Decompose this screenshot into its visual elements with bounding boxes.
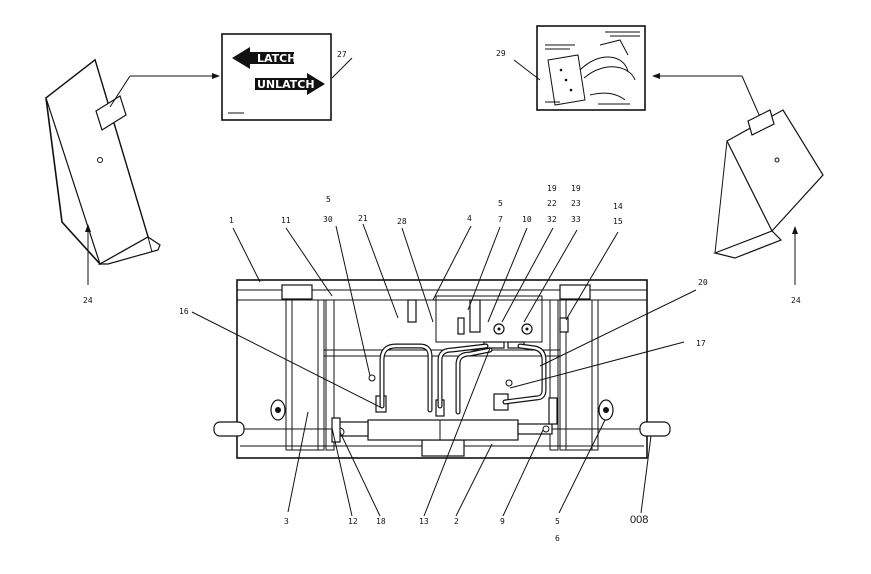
callout-21: 21 <box>358 214 368 223</box>
callout-numbers: 27 29 24 24 1 11 5 30 21 28 4 5 7 10 19 … <box>83 49 801 543</box>
callout-11: 11 <box>281 216 291 225</box>
callout-5-bottom: 5 <box>555 517 560 526</box>
callout-19-b: 19 <box>571 184 581 193</box>
callout-17: 17 <box>696 339 706 348</box>
diagram-reference-number: 008 <box>630 514 648 526</box>
callout-2: 2 <box>454 517 459 526</box>
callout-7: 7 <box>498 215 503 224</box>
callout-19-a: 19 <box>547 184 557 193</box>
callout-24-left: 24 <box>83 296 93 305</box>
callout-9: 9 <box>500 517 505 526</box>
callout-28: 28 <box>397 217 407 226</box>
callout-10: 10 <box>522 215 532 224</box>
hydraulic-hoses <box>379 343 547 415</box>
callout-16: 16 <box>179 307 189 316</box>
hose-routing-decal <box>536 25 646 111</box>
latch-label: LATCH <box>257 52 296 65</box>
leader-lines <box>191 223 697 517</box>
callout-33: 33 <box>571 215 581 224</box>
callout-12: 12 <box>348 517 358 526</box>
quick-attach-frame <box>213 279 671 459</box>
callout-20: 20 <box>698 278 708 287</box>
callout-15: 15 <box>613 217 623 226</box>
unlatch-label: UNLATCH <box>257 78 315 91</box>
right-shield-panel <box>713 109 824 259</box>
callout-18: 18 <box>376 517 386 526</box>
callout-29: 29 <box>496 49 506 58</box>
callout-13: 13 <box>419 517 429 526</box>
callout-1: 1 <box>229 216 234 225</box>
left-shield-panel <box>45 58 161 266</box>
callout-22: 22 <box>547 199 557 208</box>
callout-30: 30 <box>323 215 333 224</box>
callout-24-right: 24 <box>791 296 801 305</box>
callout-5-top: 5 <box>498 199 503 208</box>
callout-23: 23 <box>571 199 581 208</box>
callout-3: 3 <box>284 517 289 526</box>
callout-27: 27 <box>337 50 347 59</box>
latch-decal: LATCH UNLATCH <box>221 33 332 121</box>
callout-5-top-left: 5 <box>326 195 331 204</box>
callout-32: 32 <box>547 215 557 224</box>
callout-6: 6 <box>555 534 560 543</box>
callout-4: 4 <box>467 214 472 223</box>
callout-14: 14 <box>613 202 623 211</box>
